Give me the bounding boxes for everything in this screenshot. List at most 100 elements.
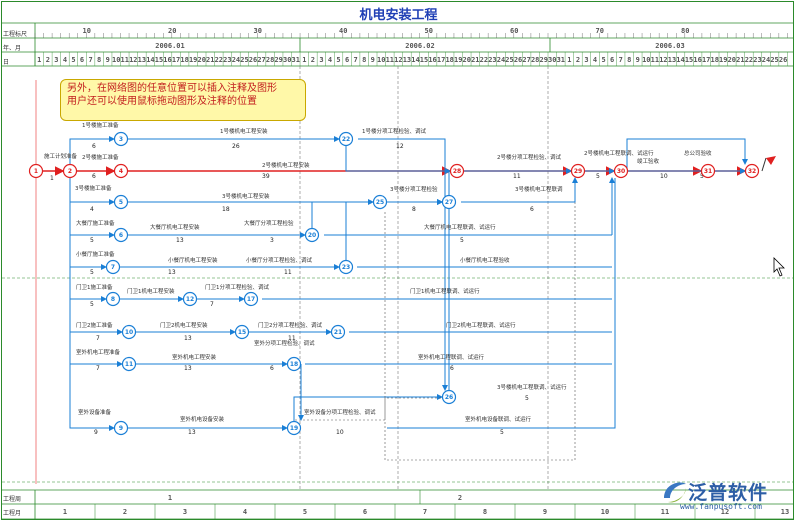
event-node-18 [286, 356, 302, 372]
event-node-label-4: 4 [119, 168, 123, 175]
ruler-mark-50: 50 [425, 27, 433, 35]
ruler-mark-70: 70 [596, 27, 604, 35]
day-label: 6 [80, 56, 84, 64]
day-label: 15 [155, 56, 163, 64]
event-node-label-15: 15 [238, 329, 246, 336]
duration-d7: 11 [513, 173, 521, 180]
event-node-label-9: 9 [119, 425, 123, 432]
event-node-32 [744, 163, 760, 179]
day-label: 6 [610, 56, 614, 64]
logo-url: www.fanpusoft.com [680, 502, 762, 511]
task-label-t38: 室外机电设备联调、试运行 [465, 415, 532, 423]
event-node-label-1: 1 [34, 168, 38, 175]
event-node-label-3: 3 [119, 136, 123, 143]
duration-d11: 18 [222, 206, 230, 213]
task-label-t35: 室外设备准备 [78, 408, 112, 416]
link-26-30 [448, 168, 615, 390]
duration-d16: 3 [270, 237, 274, 244]
task-label-t21: 小餐厅机电工程验收 [460, 256, 510, 264]
event-node-17 [243, 291, 259, 307]
event-node-30 [613, 163, 629, 179]
day-label: 9 [106, 56, 110, 64]
callout-line-2: 用户还可以使用鼠标拖动图形及注释的位置 [67, 96, 257, 107]
duration-d13: 6 [530, 206, 534, 213]
event-node-19 [286, 420, 302, 436]
day-label: 25 [240, 56, 248, 64]
task-label-t29: 门卫2机电工程联调、试运行 [446, 321, 516, 329]
task-label-t39: 总公司验收 [684, 149, 712, 157]
day-label: 31 [557, 56, 565, 64]
event-node-label-29: 29 [574, 168, 582, 175]
day-label: 31 [292, 56, 300, 64]
day-label: 29 [540, 56, 548, 64]
day-label: 14 [146, 56, 154, 64]
event-node-10 [121, 324, 137, 340]
task-label-t12: 3号楼分项工程检验 [390, 185, 438, 193]
day-label: 11 [121, 56, 129, 64]
task-label-t18: 小餐厅施工准备 [76, 250, 115, 258]
annotation-callout[interactable]: 另外，在网络图的任意位置可以插入注释及图形 用户还可以使用鼠标拖动图形及注释的位… [60, 79, 306, 121]
chart-title: 机电安装工程 [359, 8, 438, 23]
footer-month-9: 9 [543, 508, 547, 516]
day-label: 14 [411, 56, 419, 64]
day-label: 13 [138, 56, 146, 64]
duration-d10: 4 [90, 206, 94, 213]
day-label: 21 [471, 56, 479, 64]
duration-d2: 6 [92, 143, 96, 150]
day-label: 23 [488, 56, 496, 64]
footer-month-8: 8 [483, 508, 487, 516]
day-label: 15 [420, 56, 428, 64]
duration-d22: 5 [90, 301, 94, 308]
day-label: 4 [328, 56, 332, 64]
day-label: 2 [576, 56, 580, 64]
ruler-mark-10: 10 [83, 27, 91, 35]
event-node-4 [113, 163, 129, 179]
day-label: 28 [531, 56, 539, 64]
day-label: 1 [37, 56, 41, 64]
duration-d20: 11 [284, 269, 292, 276]
day-label: 28 [266, 56, 274, 64]
task-label-t3: 1号楼机电工程安装 [220, 127, 268, 135]
duration-d39: 5 [700, 173, 704, 180]
duration-d32: 6 [270, 365, 274, 372]
event-node-23 [338, 259, 354, 275]
task-label-t30: 室外机电工程准备 [76, 348, 121, 356]
footer-month-2: 2 [123, 508, 127, 516]
event-node-9 [113, 420, 129, 436]
day-label: 11 [651, 56, 659, 64]
link-23-27 [345, 199, 443, 260]
duration-d34: 5 [525, 395, 529, 402]
footer-month-6: 6 [363, 508, 367, 516]
day-label: 20 [463, 56, 471, 64]
event-node-label-27: 27 [445, 199, 453, 206]
dummy-link-1 [294, 212, 386, 421]
month-1: 2006.02 [405, 42, 435, 50]
day-label: 13 [668, 56, 676, 64]
event-node-3 [113, 131, 129, 147]
event-node-label-12: 12 [186, 296, 194, 303]
event-node-28 [449, 163, 465, 179]
event-node-2 [62, 163, 78, 179]
event-node-1 [28, 163, 44, 179]
event-node-6 [113, 227, 129, 243]
ruler-row-label: 工程标尺 [3, 31, 28, 38]
month-footer-row-label: 工程月 [3, 510, 22, 517]
day-label: 26 [779, 56, 787, 64]
task-label-t26: 门卫2施工准备 [76, 321, 113, 329]
day-label: 8 [97, 56, 101, 64]
day-label: 6 [345, 56, 349, 64]
month-2: 2006.03 [655, 42, 685, 50]
day-label: 10 [112, 56, 120, 64]
duration-d24: 7 [210, 301, 214, 308]
event-node-label-21: 21 [334, 329, 342, 336]
footer-month-5: 5 [303, 508, 307, 516]
day-label: 26 [514, 56, 522, 64]
link-2-9 [69, 178, 115, 431]
duration-d1: 1 [50, 175, 54, 182]
task-label-t5: 2号楼施工准备 [82, 153, 119, 161]
duration-d3: 26 [232, 143, 240, 150]
task-label-t9: 竣工验收 [637, 157, 660, 165]
event-node-label-2: 2 [68, 168, 72, 175]
